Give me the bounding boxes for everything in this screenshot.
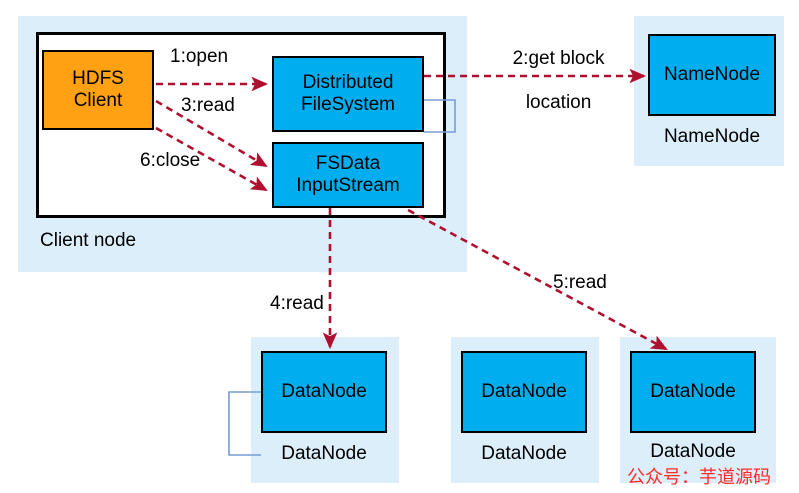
namenode-caption: NameNode <box>663 126 761 147</box>
datanode-caption-3: DataNode <box>650 441 736 462</box>
distributed-filesystem-label: Distributed FileSystem <box>301 72 395 115</box>
hdfs-client-label: HDFS Client <box>72 68 124 111</box>
namenode-box[interactable]: NameNode <box>648 34 776 116</box>
step-label-5-read: 5:read <box>553 272 607 293</box>
step-label-3-read: 3:read <box>181 95 235 116</box>
step-2-line2: location <box>525 91 592 113</box>
hdfs-client-box[interactable]: HDFS Client <box>42 50 154 130</box>
datanode-box-label-1: DataNode <box>281 381 367 403</box>
step-label-4-read: 4:read <box>270 293 324 314</box>
fsdata-inputstream-label: FSData InputStream <box>296 153 400 196</box>
datanode-box-2[interactable]: DataNode <box>461 351 587 433</box>
distributed-filesystem-box[interactable]: Distributed FileSystem <box>272 56 424 132</box>
fsdata-inputstream-box[interactable]: FSData InputStream <box>272 142 424 208</box>
datanode-box-1[interactable]: DataNode <box>261 351 387 433</box>
step-label-1-open: 1:open <box>170 46 229 67</box>
datanode-box-3[interactable]: DataNode <box>630 351 756 433</box>
step-label-6-close: 6:close <box>140 150 201 171</box>
watermark-text: 公众号：芋道源码 <box>627 467 771 488</box>
datanode-caption-1: DataNode <box>281 443 367 464</box>
step-2-line1: 2:get block <box>512 47 605 69</box>
datanode-caption-2: DataNode <box>481 443 567 464</box>
datanode-box-label-2: DataNode <box>481 381 567 403</box>
client-node-caption: Client node <box>40 230 137 251</box>
namenode-box-label: NameNode <box>663 64 761 86</box>
step-label-2-get-block-location: 2:get block location <box>478 26 618 135</box>
datanode-box-label-3: DataNode <box>650 381 736 403</box>
